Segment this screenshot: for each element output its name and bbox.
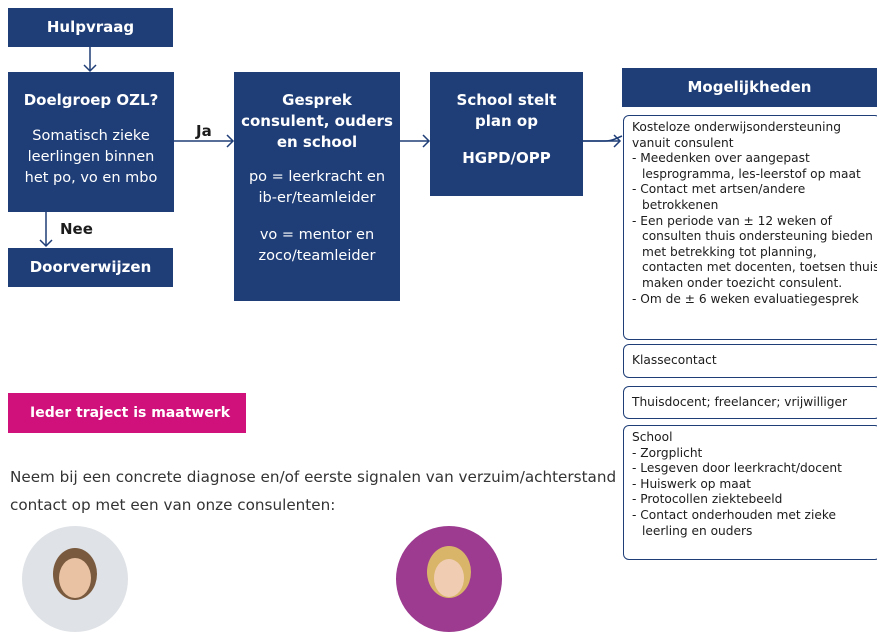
doelgroep-body: Somatisch zieke leerlingen binnen het po…: [24, 128, 158, 186]
person-photo-icon: [427, 546, 471, 598]
option-school-intro: School: [632, 430, 673, 444]
list-item: Zorgplicht: [632, 446, 877, 462]
option-school: School Zorgplicht Lesgeven door leerkrac…: [623, 425, 877, 560]
gesprek-box: Gesprek consulent, ouders en school po =…: [234, 72, 400, 301]
list-item: Meedenken over aangepast lesprogramma, l…: [632, 151, 877, 182]
gesprek-title: Gesprek consulent, ouders en school: [241, 91, 393, 151]
hulpvraag-box: Hulpvraag: [8, 8, 173, 47]
option-consulent-list: Meedenken over aangepast lesprogramma, l…: [632, 151, 877, 307]
consultant-avatar-1: [22, 526, 128, 632]
option-klassecontact-label: Klassecontact: [632, 353, 717, 367]
gesprek-po: po = leerkracht en ib-er/teamleider: [248, 169, 386, 206]
option-consulent: Kosteloze onderwijsondersteuning vanuit …: [623, 115, 877, 340]
plan-title: School stelt plan op: [456, 91, 557, 130]
option-school-list: Zorgplicht Lesgeven door leerkracht/doce…: [632, 446, 877, 540]
hulpvraag-label: Hulpvraag: [46, 18, 135, 36]
list-item: Om de ± 6 weken evaluatiegesprek: [632, 292, 877, 308]
arrowhead: [83, 64, 97, 73]
maatwerk-label: Ieder traject is maatwerk: [30, 405, 231, 421]
arrowhead: [226, 134, 235, 148]
list-item: Contact onderhouden met zieke leerling e…: [632, 508, 877, 539]
arrowhead: [613, 134, 622, 148]
doorverwijzen-label: Doorverwijzen: [29, 258, 152, 276]
mogelijkheden-header: Mogelijkheden: [622, 68, 877, 107]
list-item: Protocollen ziektebeeld: [632, 492, 877, 508]
flow-connectors: [39, 47, 623, 248]
list-item: Contact met artsen/andere betrokkenen: [632, 182, 877, 213]
doorverwijzen-box: Doorverwijzen: [8, 248, 173, 287]
option-consulent-intro: Kosteloze onderwijsondersteuning vanuit …: [632, 120, 841, 150]
ja-label: Ja: [196, 122, 212, 140]
arrowhead: [422, 134, 431, 148]
list-item: Een periode van ± 12 weken of consulten …: [632, 214, 877, 292]
doelgroep-title: Doelgroep OZL?: [23, 91, 159, 109]
gesprek-vo: vo = mentor en zoco/teamleider: [258, 227, 376, 264]
list-item: Lesgeven door leerkracht/docent: [632, 461, 877, 477]
doelgroep-box: Doelgroep OZL? Somatisch zieke leerlinge…: [8, 72, 174, 212]
arrowhead: [39, 239, 53, 248]
list-item: Huiswerk op maat: [632, 477, 877, 493]
plan-box: School stelt plan op HGPD/OPP: [430, 72, 583, 196]
maatwerk-banner: Ieder traject is maatwerk: [8, 393, 246, 433]
option-thuisdocent: Thuisdocent; freelancer; vrijwilliger: [623, 386, 877, 419]
option-klassecontact: Klassecontact: [623, 344, 877, 378]
contact-paragraph: Neem bij een concrete diagnose en/of eer…: [10, 468, 617, 514]
mogelijkheden-title: Mogelijkheden: [687, 78, 812, 96]
consultant-avatar-2: [396, 526, 502, 632]
plan-sub: HGPD/OPP: [462, 149, 551, 167]
option-thuisdocent-label: Thuisdocent; freelancer; vrijwilliger: [632, 395, 848, 409]
person-photo-icon: [53, 548, 97, 600]
nee-label: Nee: [60, 220, 93, 238]
